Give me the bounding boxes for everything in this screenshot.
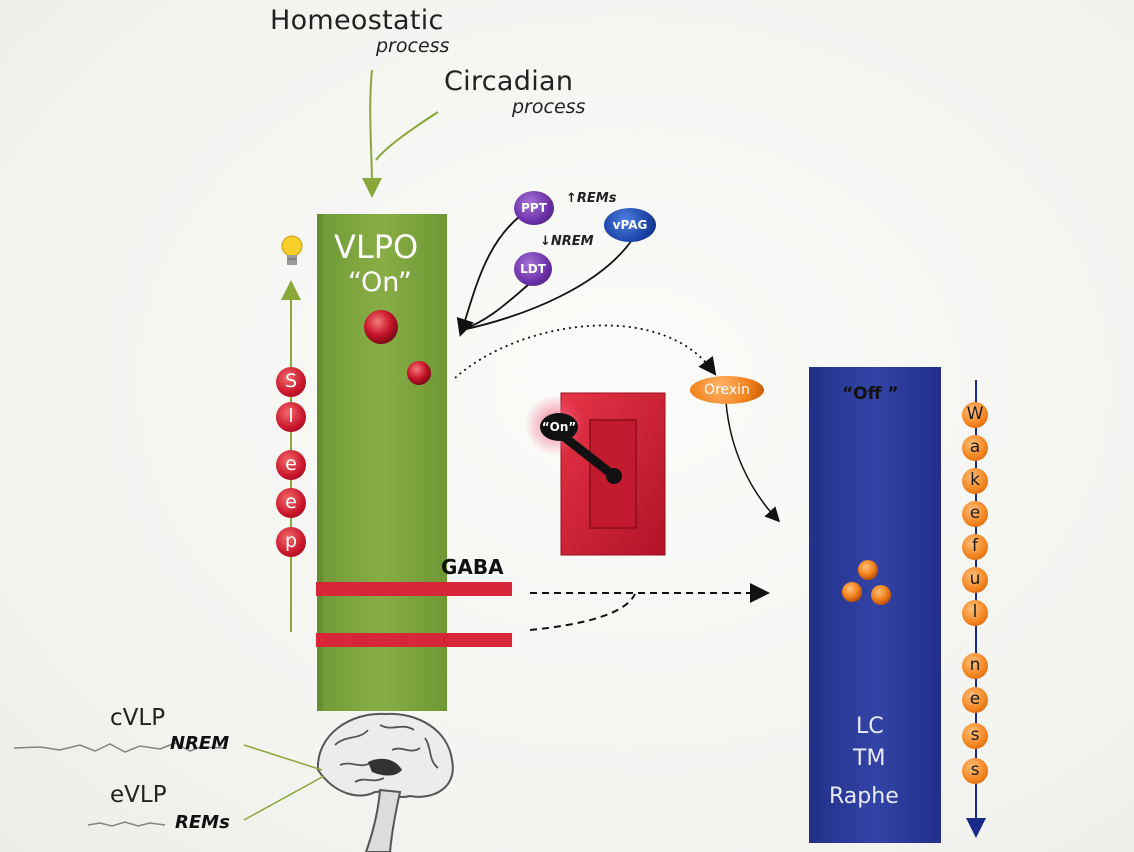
- circadian-arrow: [376, 112, 438, 160]
- vlpo-orexin-arrow: [455, 325, 712, 378]
- sleep-letter-e2: e: [276, 488, 306, 518]
- wake-letter-s1: s: [962, 723, 988, 749]
- sleep-letter-s: S: [276, 367, 306, 397]
- ldt-label: LDT: [520, 262, 546, 276]
- gaba-label: GABA: [441, 555, 504, 579]
- wake-letter-s2: s: [962, 758, 988, 784]
- vlpo-neuron-small: [407, 361, 431, 385]
- vpag-label: vPAG: [613, 218, 648, 232]
- wake-letter-l: l: [962, 600, 988, 626]
- wake-neuron-left: [842, 582, 862, 602]
- evlp-label: eVLP: [110, 782, 167, 808]
- eeg-trace-rems: [88, 822, 165, 826]
- homeostatic-sub-label: process: [376, 35, 449, 57]
- circadian-sub-label: process: [512, 96, 585, 118]
- nrem-down-label: ↓NREM: [540, 234, 594, 249]
- evlp-pointer: [244, 776, 324, 820]
- sleep-letter-p: p: [276, 527, 306, 557]
- gaba-bar-upper: [316, 582, 512, 596]
- homeostatic-arrow: [370, 70, 372, 188]
- brain-icon: [318, 714, 453, 852]
- wake-letter-e2: e: [962, 687, 988, 713]
- orexin-label: Orexin: [704, 382, 750, 398]
- vlpo-neuron-large: [364, 310, 398, 344]
- sleep-letter-l: l: [276, 402, 306, 432]
- rems-up-label: ↑REMs: [566, 191, 616, 206]
- wake-letter-f: f: [962, 534, 988, 560]
- lightbulb-icon: [282, 236, 302, 265]
- ppt-label: PPT: [521, 201, 547, 215]
- wake-neuron-right: [871, 585, 891, 605]
- cvlp-pointer: [244, 745, 322, 770]
- circadian-label: Circadian: [444, 66, 573, 97]
- wake-column: [809, 367, 941, 843]
- ldt-arrow: [462, 285, 528, 330]
- ppt-arrow: [462, 216, 520, 330]
- orexin-arrow: [726, 402, 776, 518]
- wake-letter-e1: e: [962, 501, 988, 527]
- ldt-nucleus: LDT: [514, 252, 552, 286]
- nrem-label: NREM: [170, 733, 229, 754]
- wake-state: “Off ”: [842, 384, 899, 404]
- ppt-nucleus: PPT: [514, 191, 554, 225]
- wake-letter-n: n: [962, 653, 988, 679]
- sleep-letter-e1: e: [276, 450, 306, 480]
- wake-letter-k: k: [962, 468, 988, 494]
- vpag-nucleus: vPAG: [604, 208, 656, 242]
- wake-label-raphe: Raphe: [829, 784, 899, 809]
- vlpo-title: VLPO: [334, 228, 418, 266]
- wake-neuron-top: [858, 560, 878, 580]
- orexin-node: Orexin: [690, 376, 764, 404]
- gaba-merge-line: [530, 594, 635, 630]
- vlpo-state: “On”: [348, 267, 412, 298]
- cvlp-label: cVLP: [110, 705, 165, 731]
- switch-on-label: “On”: [540, 413, 578, 441]
- rems-label: REMs: [175, 812, 230, 833]
- wake-label-tm: TM: [853, 746, 885, 771]
- wake-letter-u: u: [962, 567, 988, 593]
- homeostatic-label: Homeostatic: [270, 5, 444, 36]
- wake-letter-a: a: [962, 435, 988, 461]
- wake-label-lc: LC: [856, 714, 884, 739]
- wake-letter-w: W: [962, 402, 988, 428]
- gaba-bar-lower: [316, 633, 512, 647]
